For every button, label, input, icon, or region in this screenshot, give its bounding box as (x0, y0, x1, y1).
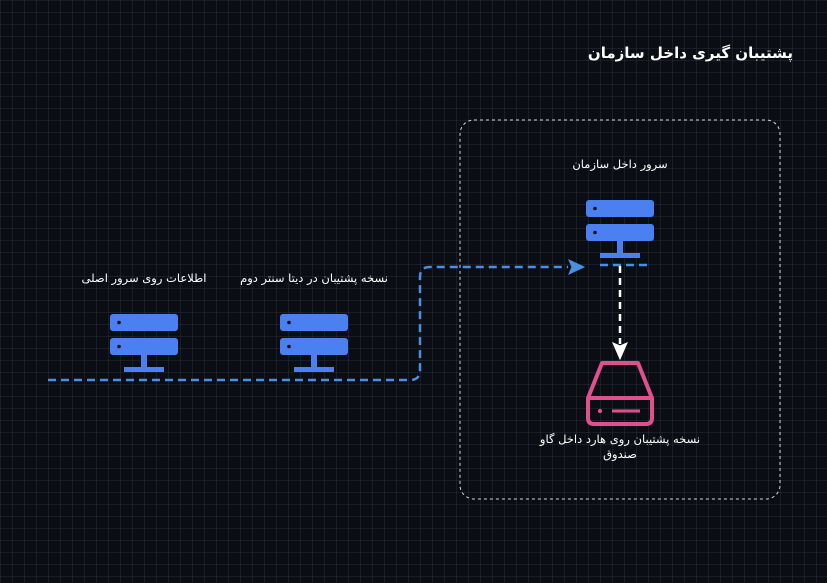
server-icon (280, 314, 348, 372)
flow-arrowhead (568, 258, 586, 276)
organization-group-border (459, 119, 781, 500)
server-icon (586, 200, 654, 258)
primary-server-label: اطلاعات روی سرور اصلی (81, 271, 207, 285)
diagram-title: پشتیبان گیری داخل سازمان (587, 44, 793, 62)
hdd-backup-label: نسخه پشتیبان روی هارد داخل گاو صندوق (539, 432, 701, 461)
org-server-label: سرور داخل سازمان (572, 157, 668, 171)
server-icon (110, 314, 178, 372)
backup-flow-line (48, 265, 568, 382)
hard-drive-icon (586, 361, 654, 426)
dc2-backup-label: نسخه پشتیبان در دیتا سنتر دوم (240, 271, 388, 285)
arrow-to-hdd-head (612, 342, 628, 361)
